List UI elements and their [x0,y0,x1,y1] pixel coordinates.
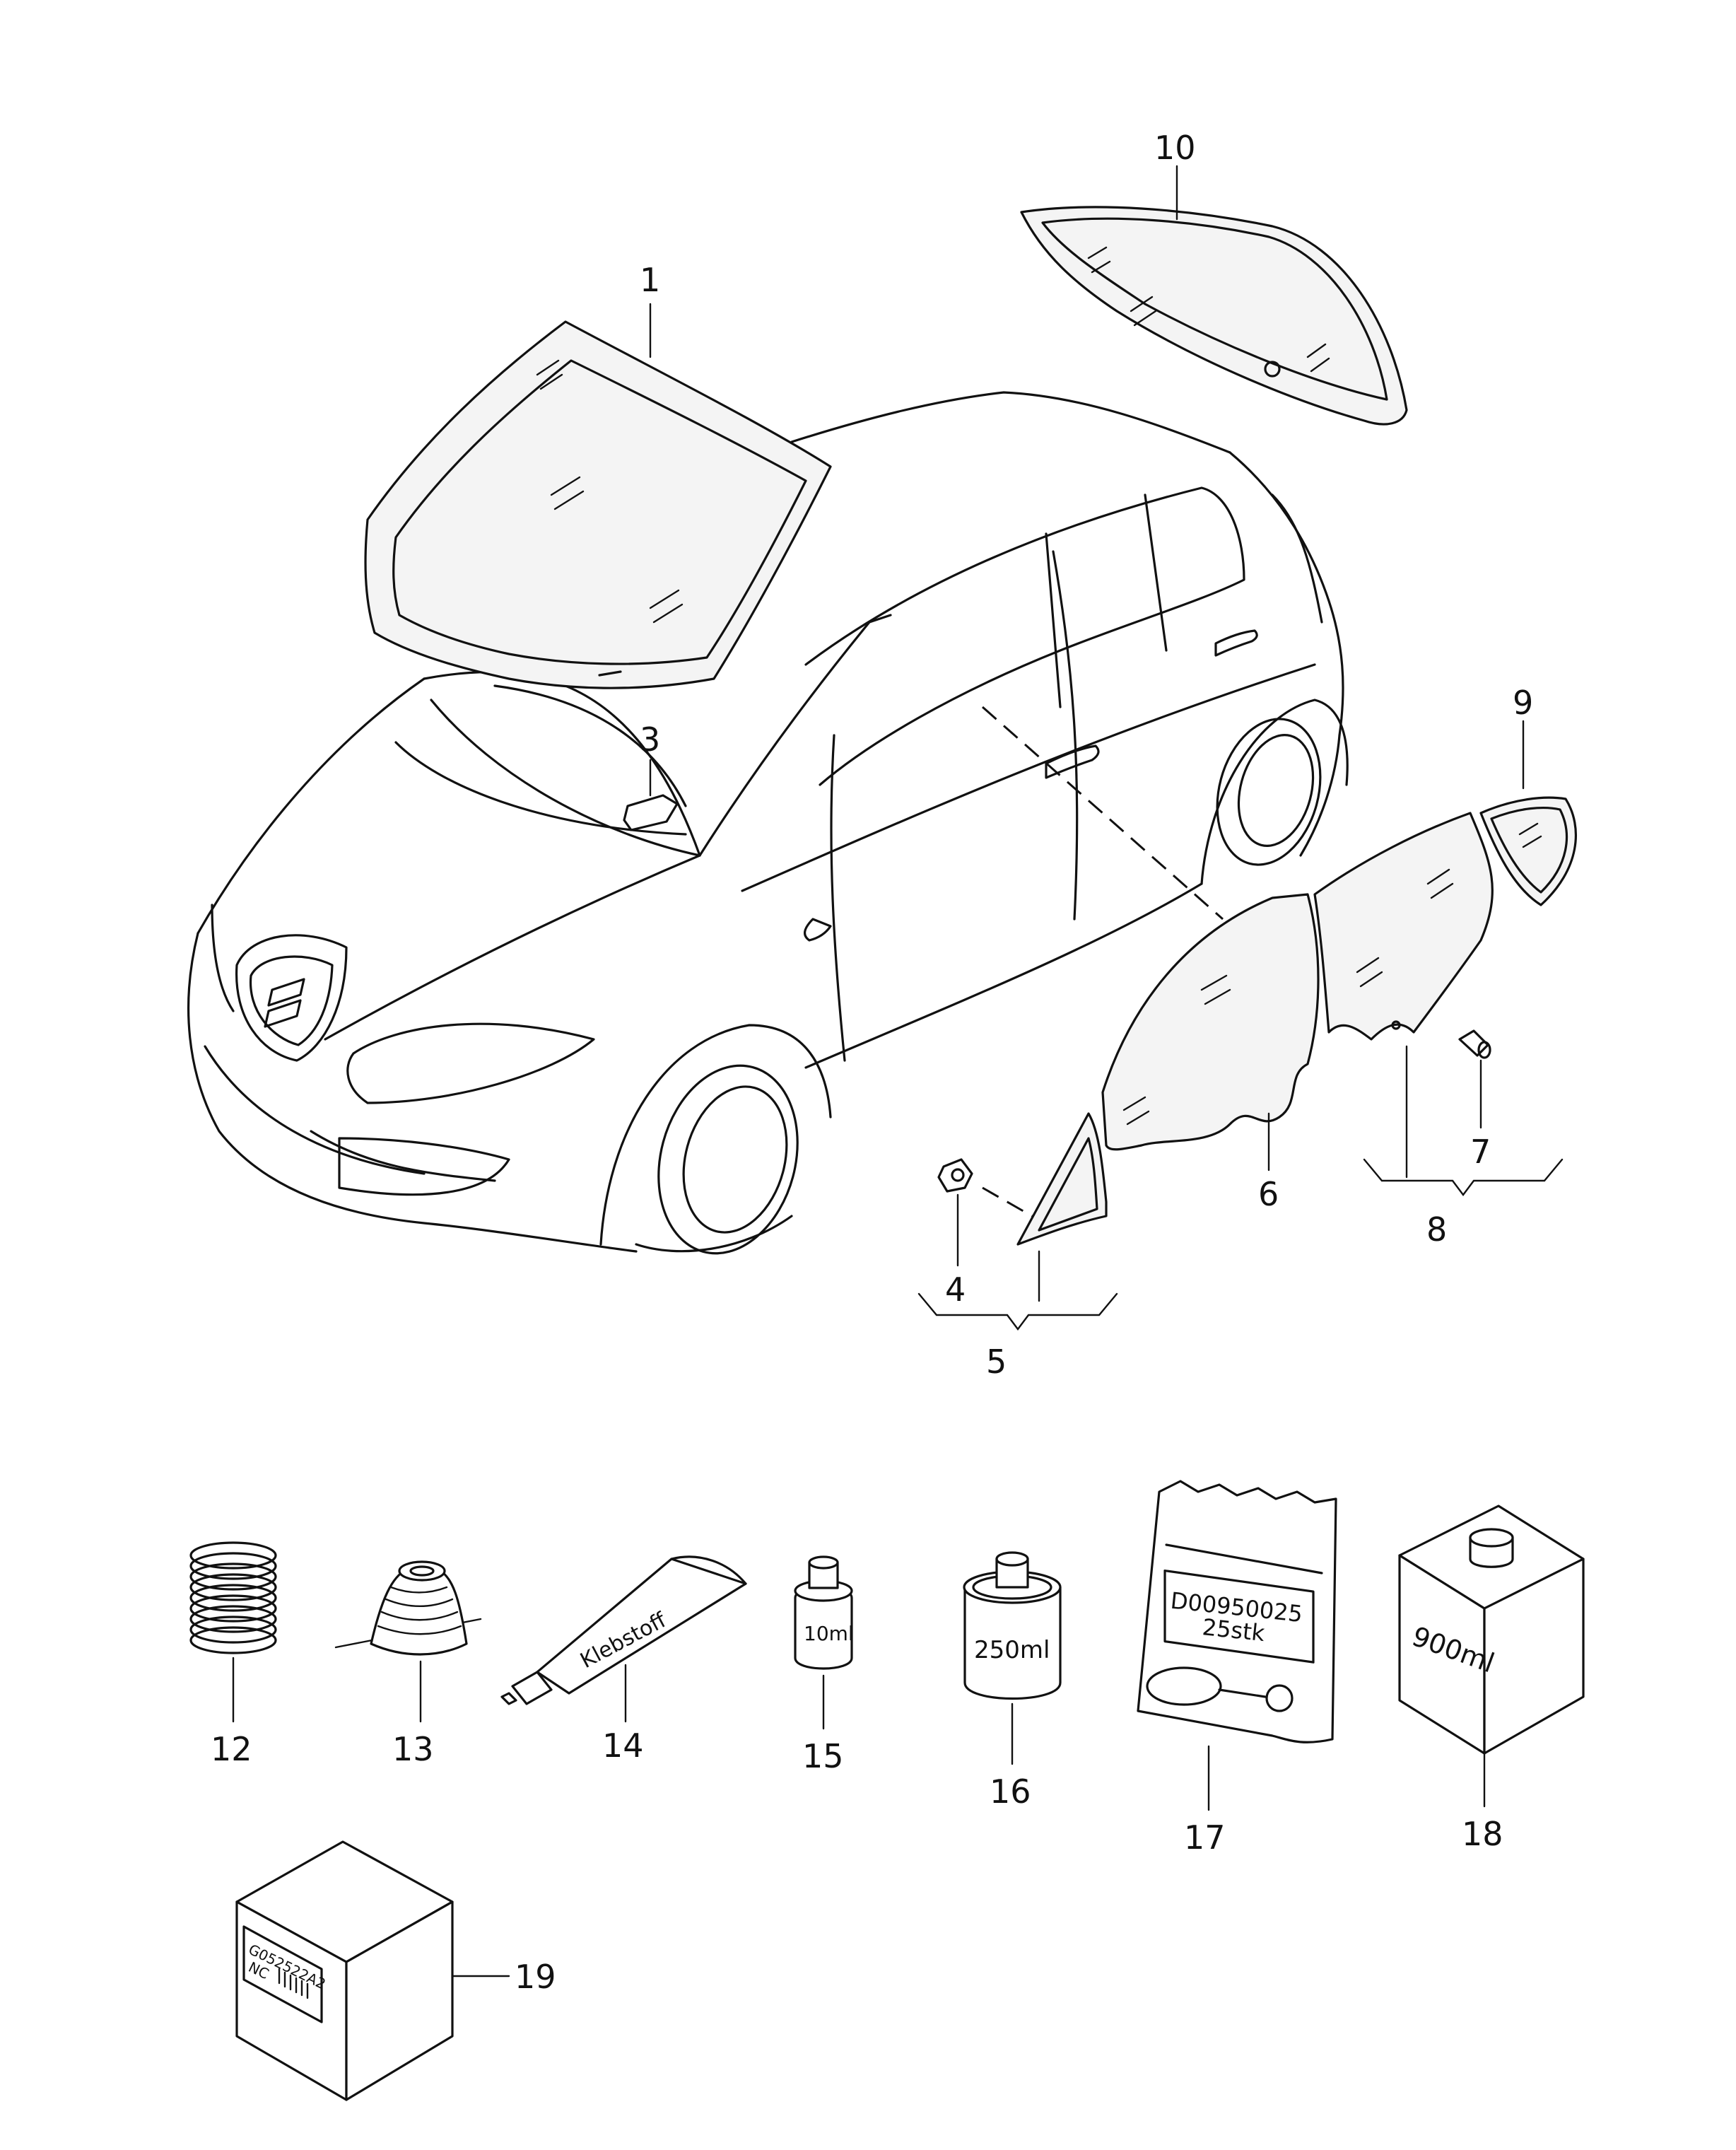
part-19-cardboard-box: G052522A2 NC [235,1840,510,2101]
callout-16: 16 [990,1772,1031,1811]
callout-13: 13 [392,1730,434,1768]
part-16-can: 250ml [963,1551,1062,1765]
part-quarter-glass [1479,720,1577,906]
can-label: 250ml [974,1636,1050,1664]
callout-1: 1 [640,261,660,299]
part-18-large-box: 900ml [1398,1505,1585,1808]
callout-17: 17 [1184,1818,1226,1857]
callout-7: 7 [1470,1133,1491,1171]
part-12-sealing-ring [189,1541,277,1723]
car-body [187,391,1349,1255]
callout-labels: 1 3 4 5 6 7 8 9 10 12 13 14 15 16 17 18 … [211,129,1533,1996]
callout-15: 15 [802,1737,844,1775]
part-triangle-glass [1016,1112,1108,1302]
part-windshield [364,303,832,689]
callout-3: 3 [640,720,660,759]
callout-6: 6 [1258,1175,1279,1213]
part-front-door-glass [1101,893,1320,1172]
part-3-sensor [623,759,679,831]
callout-18: 18 [1462,1815,1503,1853]
callout-4: 4 [945,1270,966,1309]
part-rear-door-glass [1313,812,1494,1179]
part-7-plug [1458,1029,1491,1129]
callout-19: 19 [515,1958,556,1996]
callout-10: 10 [1154,129,1196,167]
bag-qty-label: 25stk [1201,1613,1266,1647]
callout-12: 12 [211,1730,252,1768]
callout-8: 8 [1426,1210,1447,1249]
callout-9: 9 [1513,684,1533,722]
callout-5: 5 [986,1343,1007,1381]
part-14-adhesive-tube: Klebstoff [500,1555,747,1723]
part-17-bag: D00950025 25stk [1137,1480,1337,1811]
part-15-small-bottle: 10ml [794,1555,854,1730]
part-4-clip [937,1158,973,1267]
callout-14: 14 [602,1727,644,1765]
part-13-cone-seal [334,1560,482,1723]
part-rear-window [1020,165,1408,426]
bottle-label: 10ml [804,1622,854,1645]
